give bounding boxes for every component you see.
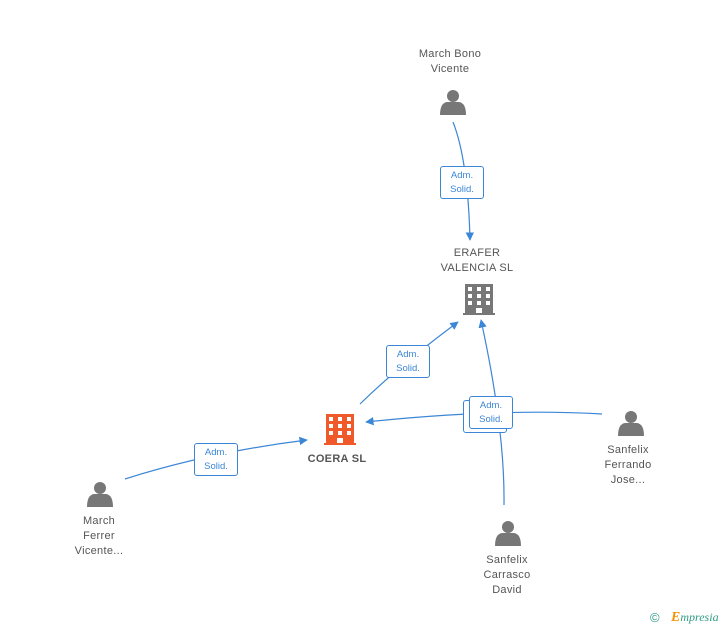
person-icon [495, 521, 521, 546]
relation-badge[interactable]: Adm. Solid. [194, 443, 238, 476]
copyright-icon: © [650, 610, 660, 625]
node-label-line: Ferrer [83, 530, 115, 542]
relation-badge-line: Adm. [204, 447, 228, 458]
node-label-line: Jose... [610, 474, 646, 486]
brand-logo-initial: E [671, 610, 681, 625]
building-icon [324, 414, 356, 445]
node-label-line: VALENCIA SL [440, 262, 514, 274]
node-sanfelix-carrasco-label[interactable]: Sanfelix Carrasco David [457, 553, 557, 598]
node-label-line: Sanfelix [607, 444, 649, 456]
node-march-bono-label[interactable]: March Bono Vicente [400, 47, 500, 77]
node-label-line: March [82, 515, 116, 527]
relation-badge-line: Solid. [450, 184, 474, 195]
relation-badge-line: Adm. [450, 170, 474, 181]
node-label-line: ERAFER [453, 247, 501, 259]
node-label-line: COERA SL [307, 453, 367, 465]
relation-badge-line: Adm. [396, 349, 420, 360]
relation-badge[interactable]: Adm. Solid. [440, 166, 484, 199]
relation-badge[interactable]: Adm. Solid. [469, 396, 513, 429]
person-icon [87, 482, 113, 507]
node-label-line: Vicente... [74, 545, 124, 557]
brand-logo: Empresia [671, 610, 719, 626]
building-icon [463, 284, 495, 315]
relation-badge-line: Adm. [479, 400, 503, 411]
node-erafer-label[interactable]: ERAFER VALENCIA SL [427, 246, 527, 276]
person-icon [440, 90, 466, 115]
node-label-line: David [492, 584, 522, 596]
node-label-line: Vicente [430, 63, 470, 75]
node-sanfelix-ferrando-label[interactable]: Sanfelix Ferrando Jose... [578, 443, 678, 488]
node-label-line: March Bono [418, 48, 482, 60]
relation-badge-line: Solid. [479, 414, 503, 425]
node-march-ferrer-label[interactable]: March Ferrer Vicente... [49, 514, 149, 559]
node-label-line: Carrasco [483, 569, 531, 581]
relation-badge[interactable]: Adm. Solid. [386, 345, 430, 378]
node-label-line: Sanfelix [486, 554, 528, 566]
brand-logo-text: mpresia [680, 610, 719, 624]
node-label-line: Ferrando [604, 459, 652, 471]
node-coera-label[interactable]: COERA SL [287, 452, 387, 467]
person-icon [618, 411, 644, 436]
relation-badge-line: Solid. [204, 461, 228, 472]
relation-badge-line: Solid. [396, 363, 420, 374]
